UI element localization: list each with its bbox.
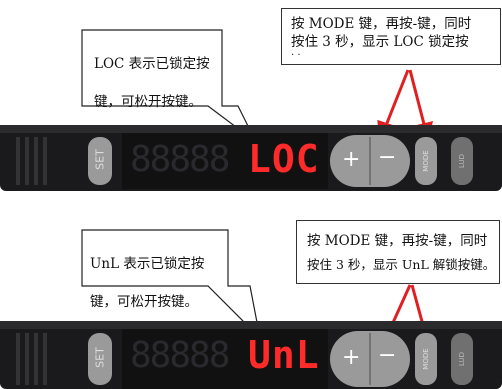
instruction-note-unl: 按 MODE 键，再按-键，同时 按住 3 秒，显示 UnL 解锁按键。 [296,220,500,284]
seven-seg-off: 88888 [130,139,230,180]
display-code: UnL [248,333,320,377]
mode-button [415,333,437,385]
note-line-1: 按 MODE 键，再按-键，同时 [307,233,488,249]
note-line-3: . . [291,47,301,58]
callout-bubble [81,229,261,340]
grip-ridges [16,137,47,185]
display-code: LOC [248,137,320,181]
note-line-1: 按 MODE 键，再按-键，同时 [291,16,472,32]
mode-button [415,137,437,185]
mode-label: MODE [422,348,430,370]
third-button [451,333,473,385]
mode-label: MODE [422,150,430,172]
callout-line-2: 键，可松开按键。 [94,94,202,110]
callout-line-2: 键，可松开按键。 [90,294,198,310]
set-button [88,333,112,385]
sensor-amplifier-loc: SET 88888 LOC + − MODE LUD [0,121,502,193]
note-line-2: 按住 3 秒，显示 UnL 解锁按键。 [307,257,496,272]
set-button [88,137,112,185]
plus-label: + [342,147,361,172]
set-button-label: SET [93,149,107,170]
instruction-note-loc: 按 MODE 键，再按-键，同时 按住 3 秒，显示 LOC 锁定按 . . [281,8,501,65]
plus-label: + [342,345,361,370]
callout-bubble [81,29,257,143]
callout-line-1: LOC 表示已锁定按 [94,56,210,72]
callout-unl: UnL 表示已锁定按 键，可松开按键。 [80,228,270,348]
callout-loc: LOC 表示已锁定按 键，可松开按键。 [80,28,270,148]
seven-seg-off: 88888 [130,335,230,376]
note-line-2: 按住 3 秒，显示 LOC 锁定按 [291,34,469,50]
callout-line-1: UnL 表示已锁定按 [90,256,205,272]
third-button [451,137,473,185]
third-label: LUD [458,153,466,169]
set-button-label: SET [93,347,107,368]
minus-label: − [378,343,397,368]
third-label: LUD [458,351,466,367]
grip-ridges [16,333,47,385]
sensor-amplifier-unl: SET 88888 UnL + − MODE LUD [0,317,502,389]
minus-label: − [378,145,397,170]
